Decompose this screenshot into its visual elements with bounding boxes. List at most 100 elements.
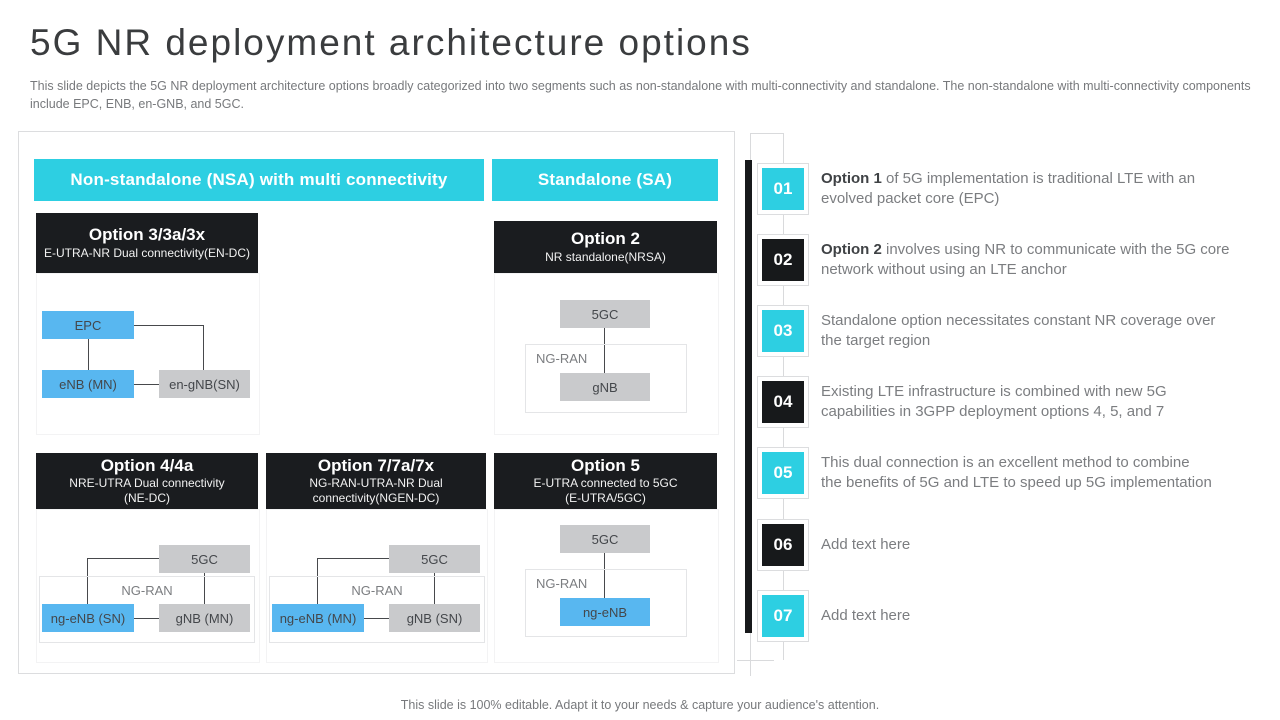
ng-ran-label: NG-RAN: [536, 576, 588, 591]
option3-subtitle: E-UTRA-NR Dual connectivity(EN-DC): [43, 245, 251, 260]
5gc-node: 5GC: [560, 300, 650, 328]
list-item: 07 Add text here: [757, 590, 910, 642]
number-badge: 06: [762, 524, 804, 566]
list-item-lead: Option 2: [821, 241, 882, 258]
5gc-node: 5GC: [560, 525, 650, 553]
architecture-diagram-panel: Non-standalone (NSA) with multi connecti…: [18, 131, 735, 674]
option5-subtitle2: (E-UTRA/5GC): [565, 491, 646, 506]
list-item-line: Existing LTE infrastructure is combined …: [821, 383, 1167, 400]
number-badge: 02: [762, 239, 804, 281]
ng-ran-container: NG-RAN: [269, 576, 485, 643]
option2-title: Option 2: [571, 229, 640, 249]
connector-line: [134, 618, 159, 619]
list-item: 02 Option 2 involves using NR to communi…: [757, 234, 1229, 286]
list-item-line: network without using an LTE anchor: [821, 261, 1067, 278]
list-item-line: the benefits of 5G and LTE to speed up 5…: [821, 474, 1212, 491]
ng-enb-mn-node: ng-eNB (MN): [272, 604, 364, 632]
ng-ran-container: NG-RAN: [39, 576, 255, 643]
list-item-line: the target region: [821, 332, 931, 349]
connector-line: [434, 573, 435, 604]
connector-line: [203, 325, 204, 370]
number-badge: 01: [762, 168, 804, 210]
number-badge: 04: [762, 381, 804, 423]
option4-card: Option 4/4a NRE-UTRA Dual connectivity (…: [36, 453, 258, 509]
page-subtitle: This slide depicts the 5G NR deployment …: [30, 79, 1251, 112]
connector-line: [87, 558, 159, 559]
ng-ran-label: NG-RAN: [536, 351, 588, 366]
connector-line: [364, 618, 389, 619]
enb-mn-node: eNB (MN): [42, 370, 134, 398]
footer-note: This slide is 100% editable. Adapt it to…: [400, 698, 880, 712]
number-frame: 07: [757, 590, 809, 642]
list-item-text: Add text here: [821, 535, 910, 555]
list-item-line: Standalone option necessitates constant …: [821, 312, 1216, 329]
list-item-lead: Option 1: [821, 170, 882, 187]
column-header-sa: Standalone (SA): [492, 159, 718, 201]
option2-card: Option 2 NR standalone(NRSA): [494, 221, 717, 273]
page-title: 5G NR deployment architecture options: [30, 22, 752, 63]
timeline-guide-line: [737, 660, 774, 661]
option2-subtitle: NR standalone(NRSA): [545, 249, 666, 264]
en-gnb-sn-node: en-gNB(SN): [159, 370, 250, 398]
timeline-bar: [745, 160, 752, 633]
gnb-mn-node: gNB (MN): [159, 604, 250, 632]
list-item-line: Add text here: [821, 607, 911, 624]
list-item: 05 This dual connection is an excellent …: [757, 447, 1212, 499]
ng-enb-sn-node: ng-eNB (SN): [42, 604, 134, 632]
list-item-line: involves using NR to communicate with th…: [881, 241, 1230, 258]
option3-title: Option 3/3a/3x: [88, 225, 206, 245]
ng-enb-node: ng-eNB: [560, 598, 650, 626]
option5-title: Option 5: [571, 455, 640, 475]
list-item-text: Existing LTE infrastructure is combined …: [821, 382, 1167, 422]
option7-title: Option 7/7a/7x: [317, 455, 435, 475]
number-frame: 04: [757, 376, 809, 428]
5gc-node: 5GC: [159, 545, 250, 573]
option5-card: Option 5 E-UTRA connected to 5GC (E-UTRA…: [494, 453, 717, 509]
connector-line: [134, 384, 159, 385]
ng-ran-container: NG-RAN: [525, 569, 687, 637]
connector-line: [134, 325, 204, 326]
connector-line: [88, 339, 89, 370]
option3-diagram-zone: [36, 273, 260, 435]
list-item-text: Standalone option necessitates constant …: [821, 311, 1215, 351]
number-badge: 03: [762, 310, 804, 352]
list-item-line: of 5G implementation is traditional LTE …: [881, 170, 1196, 187]
ng-ran-label: NG-RAN: [351, 583, 403, 598]
option7-subtitle2: connectivity(NGEN-DC): [312, 491, 440, 506]
list-item: 01 Option 1 of 5G implementation is trad…: [757, 163, 1195, 215]
column-header-nsa: Non-standalone (NSA) with multi connecti…: [34, 159, 484, 201]
number-badge: 05: [762, 452, 804, 494]
number-frame: 06: [757, 519, 809, 571]
option7-diagram-zone: [266, 509, 488, 663]
number-frame: 05: [757, 447, 809, 499]
list-item-line: capabilities in 3GPP deployment options …: [821, 403, 1165, 420]
connector-line: [317, 558, 318, 604]
list-item-text: This dual connection is an excellent met…: [821, 453, 1212, 493]
list-item-line: This dual connection is an excellent met…: [821, 454, 1190, 471]
list-item: 04 Existing LTE infrastructure is combin…: [757, 376, 1167, 428]
ng-ran-container: NG-RAN: [525, 344, 687, 413]
number-badge: 07: [762, 595, 804, 637]
connector-line: [87, 558, 88, 604]
list-item-text: Option 2 involves using NR to communicat…: [821, 240, 1229, 280]
option4-diagram-zone: [36, 509, 260, 663]
connector-line: [204, 573, 205, 604]
ng-ran-label: NG-RAN: [121, 583, 173, 598]
connector-line: [604, 553, 605, 598]
timeline-guide-line: [750, 133, 784, 134]
number-frame: 02: [757, 234, 809, 286]
option7-card: Option 7/7a/7x NG-RAN-UTRA-NR Dual conne…: [266, 453, 486, 509]
list-item-line: evolved packet core (EPC): [821, 190, 1000, 207]
number-frame: 03: [757, 305, 809, 357]
list-item-line: Add text here: [821, 536, 911, 553]
option4-title: Option 4/4a: [100, 455, 194, 475]
option4-subtitle2: (NE-DC): [124, 491, 170, 506]
option7-subtitle: NG-RAN-UTRA-NR Dual: [309, 476, 443, 491]
number-frame: 01: [757, 163, 809, 215]
connector-line: [604, 328, 605, 373]
list-item: 03 Standalone option necessitates consta…: [757, 305, 1215, 357]
list-item-text: Add text here: [821, 606, 910, 626]
option3-card: Option 3/3a/3x E-UTRA-NR Dual connectivi…: [36, 213, 258, 273]
gnb-sn-node: gNB (SN): [389, 604, 480, 632]
